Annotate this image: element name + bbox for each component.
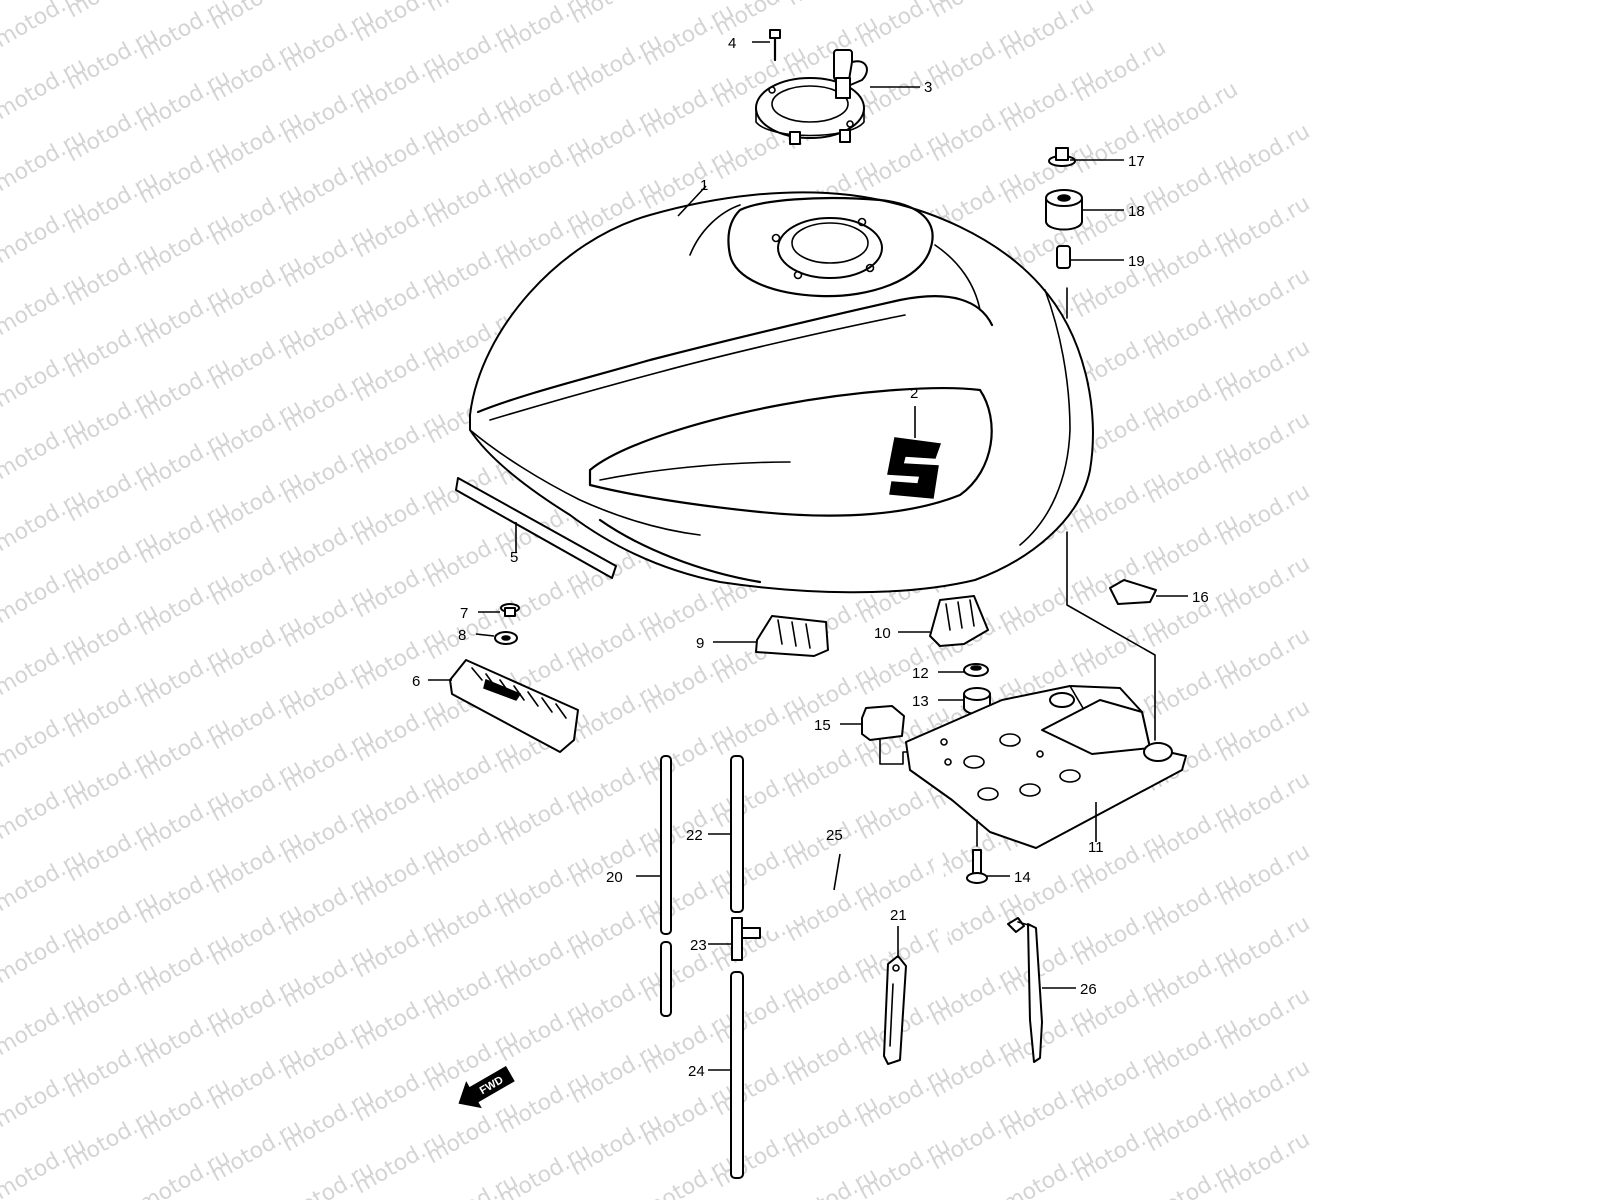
callout-9: 9: [696, 635, 704, 652]
fuel-cap: [755, 49, 868, 145]
watermark-text: motod.ru: [135, 1145, 235, 1200]
plate-11: [905, 685, 1187, 849]
cushion-9: [755, 615, 829, 657]
callout-22: 22: [686, 827, 703, 844]
bolt-14: [966, 849, 988, 884]
watermark-text: motod.ru: [999, 1145, 1099, 1200]
cushion-10: [929, 595, 989, 647]
callout-5: 5: [510, 549, 518, 566]
callout-17: 17: [1128, 153, 1145, 170]
bracket-6: [449, 659, 579, 753]
watermark-text: motod.ru: [279, 0, 379, 5]
washer-12: [963, 663, 989, 677]
callout-11: 11: [1088, 839, 1104, 856]
pad-16: [1109, 579, 1157, 605]
callout-24: 24: [688, 1063, 705, 1080]
callout-10: 10: [874, 625, 891, 642]
callout-14: 14: [1014, 869, 1031, 886]
watermark-text: motod.ru: [783, 0, 883, 11]
callout-15: 15: [814, 717, 831, 734]
hose-20: [660, 755, 672, 1017]
screw-7: [500, 603, 520, 617]
washer-8: [494, 631, 518, 645]
fuel-tank: [469, 191, 1094, 594]
callout-12: 12: [912, 665, 929, 682]
collar-19: [1056, 245, 1071, 269]
joint-23: [731, 917, 761, 961]
callout-13: 13: [912, 693, 929, 710]
callout-20: 20: [606, 869, 623, 886]
callout-23: 23: [690, 937, 707, 954]
callout-25: 25: [826, 827, 843, 844]
screw-4: [769, 29, 781, 62]
callout-8: 8: [458, 627, 466, 644]
cushion-18: [1045, 189, 1083, 231]
callout-19: 19: [1128, 253, 1145, 270]
callout-21: 21: [890, 907, 907, 924]
callout-6: 6: [412, 673, 420, 690]
callout-1: 1: [700, 177, 708, 194]
leader-lines: [428, 41, 1188, 1071]
cushion-15: [861, 705, 905, 741]
watermark-text: motod.ru: [423, 1169, 523, 1200]
callout-18: 18: [1128, 203, 1145, 220]
hose-24: [730, 971, 744, 1179]
callout-16: 16: [1192, 589, 1209, 606]
callout-26: 26: [1080, 981, 1097, 998]
bolt-17: [1048, 147, 1076, 167]
callout-7: 7: [460, 605, 468, 622]
callout-4: 4: [728, 35, 736, 52]
seal-strip-5: [455, 477, 617, 579]
clamp-26: [1007, 917, 1043, 1063]
hose-25: [767, 836, 949, 961]
watermark-text: motod.ru: [0, 0, 90, 53]
hose-22: [730, 755, 744, 913]
callout-2: 2: [910, 385, 918, 402]
strap-21: [883, 955, 907, 1065]
callout-numbers: 1 2 3 4 5 6 7 8 9 10 11 12 13 14 15 16 1…: [412, 35, 1209, 1080]
callout-3: 3: [924, 79, 932, 96]
